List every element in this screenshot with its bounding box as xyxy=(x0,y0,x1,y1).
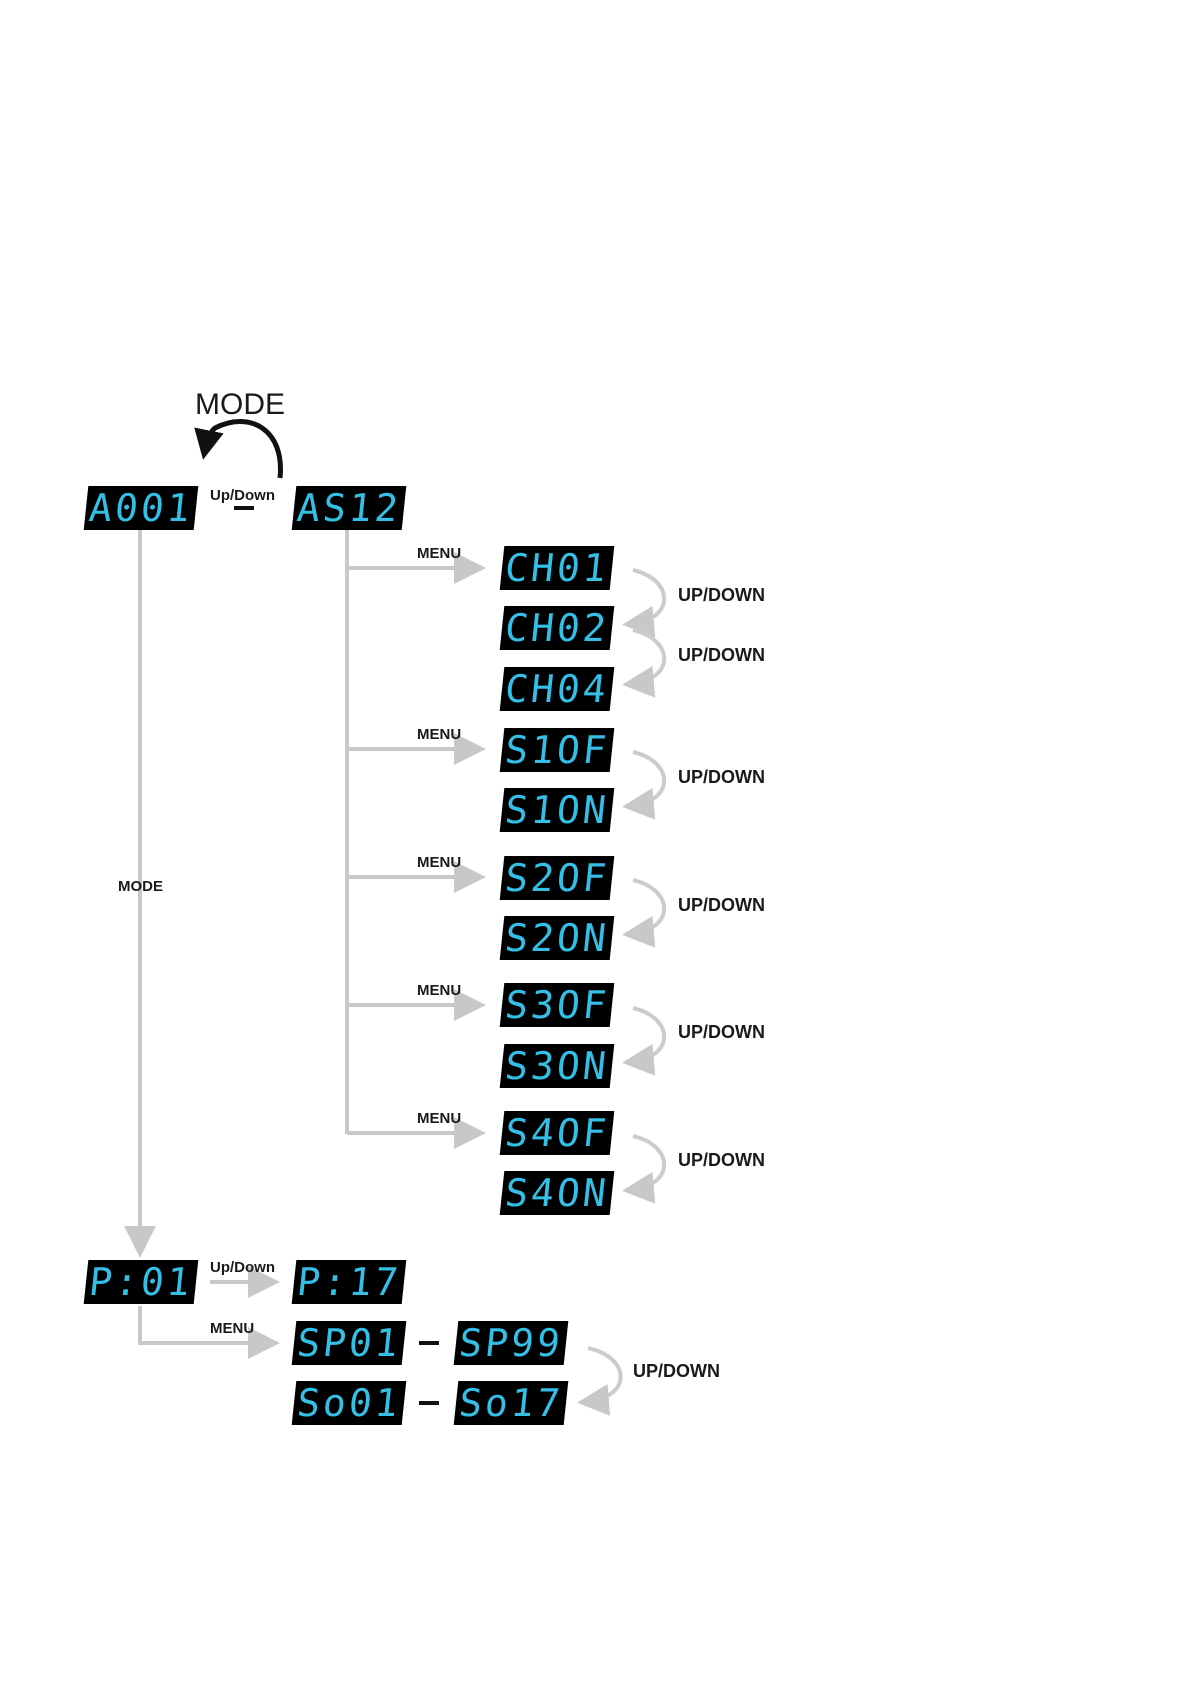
display-ch01: CH01 xyxy=(500,546,615,590)
display-p01: P:01 xyxy=(84,1260,199,1304)
display-s3on: S3ON xyxy=(500,1044,615,1088)
updown-label-s1: UP/DOWN xyxy=(678,767,765,788)
menu-label-s1: MENU xyxy=(417,726,461,743)
updown-curve-ch02-ch04 xyxy=(630,630,664,684)
updown-curve-s2 xyxy=(630,880,664,934)
display-so17: So17 xyxy=(454,1381,569,1425)
updown-curve-s4 xyxy=(630,1136,664,1190)
range-dash-so xyxy=(419,1401,439,1405)
updown-label-s3: UP/DOWN xyxy=(678,1022,765,1043)
menu-label-s3: MENU xyxy=(417,982,461,999)
menu-label-s4: MENU xyxy=(417,1110,461,1127)
menu-label-ch: MENU xyxy=(417,545,461,562)
updown-curve-ch01-ch02 xyxy=(630,570,664,624)
updown-label-s2: UP/DOWN xyxy=(678,895,765,916)
updown-label-sp-so: UP/DOWN xyxy=(633,1361,720,1382)
updown-bottom-label: Up/Down xyxy=(210,1259,275,1276)
updown-label-s4: UP/DOWN xyxy=(678,1150,765,1171)
menu-label-p01: MENU xyxy=(210,1320,254,1337)
mode-top-label: MODE xyxy=(195,388,285,422)
display-ch02: CH02 xyxy=(500,606,615,650)
mode-curved-arrow xyxy=(205,421,280,478)
updown-top-dash xyxy=(234,506,254,510)
display-s4of: S4OF xyxy=(500,1111,615,1155)
range-dash-sp xyxy=(419,1341,439,1345)
display-ch04: CH04 xyxy=(500,667,615,711)
display-p17: P:17 xyxy=(292,1260,407,1304)
menu-label-s2: MENU xyxy=(417,854,461,871)
display-s1of: S1OF xyxy=(500,728,615,772)
updown-label-ch02: UP/DOWN xyxy=(678,645,765,666)
mode-side-label: MODE xyxy=(118,878,163,895)
updown-curve-s3 xyxy=(630,1008,664,1062)
updown-curve-sp-so xyxy=(585,1348,621,1402)
display-s4on: S4ON xyxy=(500,1171,615,1215)
updown-label-ch01: UP/DOWN xyxy=(678,585,765,606)
updown-curve-s1 xyxy=(630,752,664,806)
display-s1on: S1ON xyxy=(500,788,615,832)
display-s2of: S2OF xyxy=(500,856,615,900)
display-s3of: S3OF xyxy=(500,983,615,1027)
display-s2on: S2ON xyxy=(500,916,615,960)
display-so01: So01 xyxy=(292,1381,407,1425)
updown-top-label: Up/Down xyxy=(210,487,275,504)
display-sp01: SP01 xyxy=(292,1321,407,1365)
display-as12: AS12 xyxy=(292,486,407,530)
display-a001: A001 xyxy=(84,486,199,530)
display-sp99: SP99 xyxy=(454,1321,569,1365)
